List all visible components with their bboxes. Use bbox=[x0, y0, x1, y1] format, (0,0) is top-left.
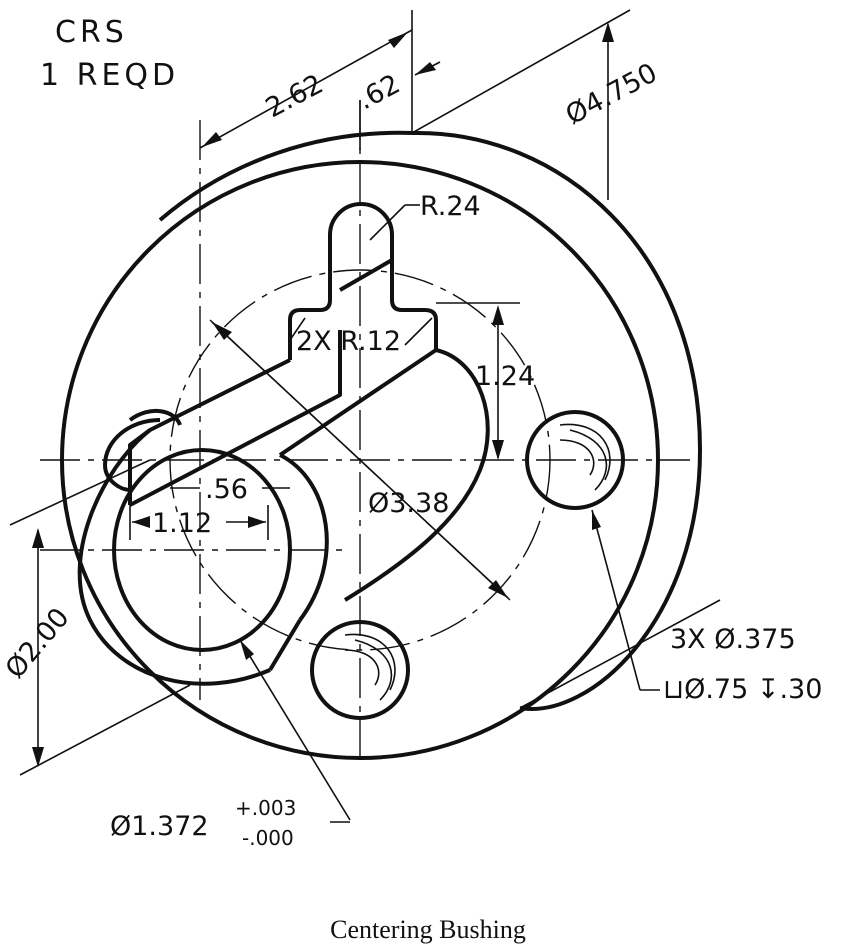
dim-holes-count: 3X Ø.375 bbox=[670, 624, 796, 655]
dim-bore-tol-upper: +.003 bbox=[235, 796, 296, 820]
dim-slot-length: 1.12 bbox=[152, 508, 212, 539]
counterbored-hole-bottom bbox=[310, 620, 410, 720]
dim-bore-diameter: Ø1.372 bbox=[110, 811, 209, 842]
dim-slot-width: .56 bbox=[205, 474, 248, 505]
dimension-lines bbox=[9, 9, 721, 823]
dim-bore-tol-lower: -.000 bbox=[242, 826, 294, 850]
material-note: CRS bbox=[55, 15, 128, 50]
dim-fillet-radius: 2X R.12 bbox=[296, 326, 401, 357]
dim-bolt-circle: Ø3.38 bbox=[368, 488, 449, 519]
figure-caption: Centering Bushing bbox=[330, 915, 526, 944]
dim-outer-diameter: Ø4.750 bbox=[561, 58, 663, 132]
dim-offset: 2.62 bbox=[261, 69, 329, 125]
counterbored-hole-right bbox=[525, 410, 625, 510]
counterbored-hole-left bbox=[128, 408, 182, 426]
key-slot bbox=[128, 202, 490, 602]
dim-holes-cbore: ⊔Ø.75 ↧.30 bbox=[663, 674, 822, 705]
outer-flange bbox=[60, 130, 702, 760]
quantity-note: 1 REQD bbox=[40, 58, 179, 93]
dim-key-radius: R.24 bbox=[420, 191, 481, 222]
dim-height: 1.24 bbox=[475, 361, 535, 392]
